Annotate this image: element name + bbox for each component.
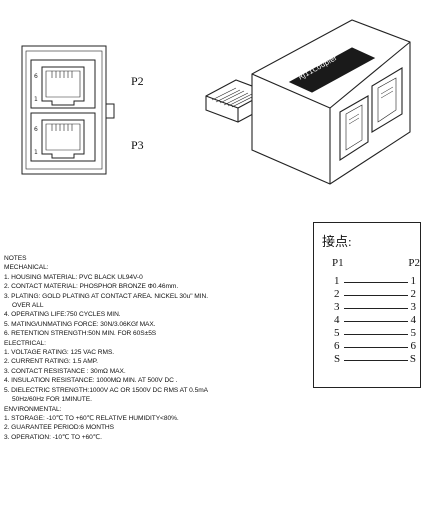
pin-left-label: 6 — [334, 340, 340, 352]
jack-p2-icon — [30, 59, 96, 109]
note-line: 50Hz/60Hz FOR 1MINUTE. — [12, 396, 92, 404]
pin-table-left-header: P1 — [332, 257, 344, 269]
pin-connection-line — [344, 308, 408, 309]
pin-left-label: 1 — [334, 275, 340, 287]
note-line: 6. RETENTION STRENGTH:50N MIN. FOR 60S±5… — [4, 330, 157, 338]
pin-right-label: 1 — [410, 275, 417, 287]
note-line: OVER ALL — [12, 302, 44, 310]
note-line: 5. MATING/UNMATING FORCE: 30N/3.06KGf MA… — [4, 320, 156, 328]
pin-left-label: 2 — [334, 288, 340, 300]
note-line: 2. GUARANTEE PERIOD:6 MONTHS — [4, 424, 114, 432]
jack-p3-pin-mark-high: 6 — [34, 126, 38, 133]
pin-connection-line — [344, 282, 408, 283]
pin-left-label: 5 — [334, 327, 340, 339]
front-view — [21, 45, 115, 175]
pin-right-label: 4 — [410, 314, 417, 326]
jack-p2-pin-mark-low: 1 — [34, 96, 38, 103]
pin-connection-line — [344, 360, 408, 361]
note-line: 1. VOLTAGE RATING: 125 VAC RMS. — [4, 349, 115, 357]
note-line: ENVIRONMENTAL: — [4, 405, 62, 413]
note-line: 3. OPERATION: -10℃ TO +60℃. — [4, 433, 102, 441]
coupler-drawing: 6 1 6 1 RJ11Coupler — [21, 19, 411, 185]
port-label-p2: P2 — [131, 74, 144, 88]
note-line: NOTES — [4, 255, 27, 262]
pin-connection-line — [344, 321, 408, 322]
pin-connection-line — [344, 334, 408, 335]
note-line: 1. STORAGE: -10℃ TO +60℃ RELATIVE HUMIDI… — [4, 414, 179, 422]
note-line: 4. INSULATION RESISTANCE: 1000MΩ MIN. AT… — [4, 377, 178, 385]
pin-table-title: 接点: — [322, 234, 352, 249]
note-line: 2. CURRENT RATING: 1.5 AMP. — [4, 358, 98, 366]
note-line: 1. HOUSING MATERIAL: PVC BLACK UL94V-0 — [4, 273, 143, 281]
pin-connection-line — [344, 295, 408, 296]
pin-left-label: 4 — [334, 314, 340, 326]
pin-right-label: S — [409, 353, 416, 365]
pin-table-right-header: P2 — [408, 257, 420, 269]
note-line: 2. CONTACT MATERIAL: PHOSPHOR BRONZE Φ0.… — [4, 283, 179, 291]
note-line: 3. CONTACT RESISTANCE : 30mΩ MAX. — [4, 367, 126, 375]
pin-right-label: 6 — [410, 340, 417, 352]
port-label-p3: P3 — [131, 138, 144, 152]
pin-right-label: 5 — [410, 327, 417, 339]
jack-p3-icon — [30, 112, 96, 162]
note-line: MECHANICAL: — [4, 264, 49, 272]
note-line: ELECTRICAL: — [4, 339, 46, 347]
note-line: 4. OPERATING LIFE:750 CYCLES MIN. — [4, 311, 121, 319]
pin-left-label: S — [334, 353, 341, 365]
note-line: 3. PLATING: GOLD PLATING AT CONTACT AREA… — [4, 292, 209, 300]
pin-right-label: 3 — [410, 301, 417, 313]
note-line: 5. DIELECTRIC STRENGTH:1000V AC OR 1500V… — [4, 386, 208, 394]
coupler-isometric-view — [205, 19, 411, 185]
jack-p2-pin-mark-high: 6 — [34, 73, 38, 80]
jack-p3-pin-mark-low: 1 — [34, 149, 38, 156]
notes-section: NOTES MECHANICAL:1. HOUSING MATERIAL: PVC… — [4, 254, 304, 442]
pin-connection-line — [344, 347, 408, 348]
pin-left-label: 3 — [334, 301, 340, 313]
pin-right-label: 2 — [410, 288, 417, 300]
